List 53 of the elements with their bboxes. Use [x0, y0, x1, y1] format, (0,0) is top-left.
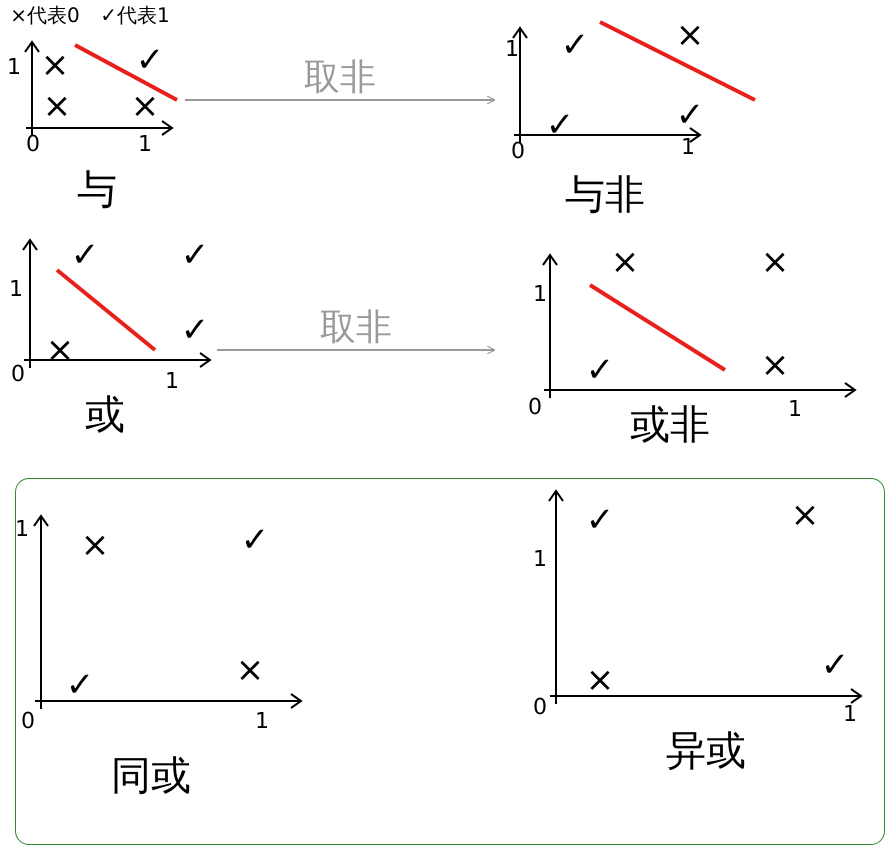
axis-tick-label: 1 — [843, 704, 857, 726]
arrow — [185, 95, 496, 105]
gate-name: 异或 — [666, 731, 746, 771]
data-mark: ✓ — [180, 313, 210, 347]
data-mark: ✓ — [136, 43, 164, 77]
gate-name: 或非 — [630, 405, 710, 445]
gate-name: 与 — [77, 170, 117, 210]
data-mark: × — [586, 663, 614, 697]
data-mark: ✓ — [676, 98, 704, 132]
data-mark: ✓ — [70, 238, 100, 272]
data-mark: × — [40, 48, 70, 82]
gate-name: 或 — [85, 395, 125, 435]
data-mark: × — [42, 89, 72, 123]
arrow — [217, 345, 496, 355]
axis-tick-label: 1 — [165, 371, 179, 393]
data-mark: ✓ — [546, 108, 574, 142]
data-mark: × — [676, 18, 704, 52]
data-mark: × — [236, 653, 264, 687]
data-mark: ✓ — [586, 503, 614, 537]
axis-tick-label: 1 — [788, 399, 802, 421]
data-mark: ✓ — [560, 28, 590, 62]
gate-name: 与非 — [565, 175, 645, 215]
axis-tick-label: 1 — [7, 57, 21, 79]
data-mark: × — [760, 245, 790, 279]
axis-tick-label: 0 — [528, 397, 542, 419]
gate-name: 同或 — [111, 756, 191, 796]
data-mark: × — [760, 348, 790, 382]
data-mark: ✓ — [820, 648, 850, 682]
axis-tick-label: 0 — [11, 364, 25, 386]
data-mark: × — [790, 498, 820, 532]
axis-tick-label: 1 — [505, 39, 519, 61]
data-mark: ✓ — [180, 238, 210, 272]
axis-tick-label: 1 — [681, 137, 695, 159]
data-mark: ✓ — [586, 353, 614, 387]
axis-tick-label: 1 — [138, 134, 152, 156]
data-mark: ✓ — [240, 523, 270, 557]
legend-note: ✓代表1 — [100, 5, 170, 25]
axis-tick-label: 0 — [26, 134, 40, 156]
axis-tick-label: 1 — [15, 519, 29, 541]
data-mark: × — [80, 528, 110, 562]
axis-tick-label: 1 — [9, 279, 23, 301]
axis-tick-label: 0 — [511, 141, 525, 163]
axis-tick-label: 1 — [533, 284, 547, 306]
data-mark: ✓ — [66, 668, 94, 702]
data-mark: × — [46, 333, 74, 367]
axis-tick-label: 1 — [533, 549, 547, 571]
axis-tick-label: 1 — [255, 711, 269, 733]
data-mark: × — [610, 245, 640, 279]
axis-tick-label: 0 — [533, 697, 547, 719]
outline-region — [15, 478, 885, 845]
legend-note: ×代表0 — [10, 5, 80, 25]
data-mark: × — [130, 89, 160, 123]
axis-tick-label: 0 — [21, 711, 35, 733]
